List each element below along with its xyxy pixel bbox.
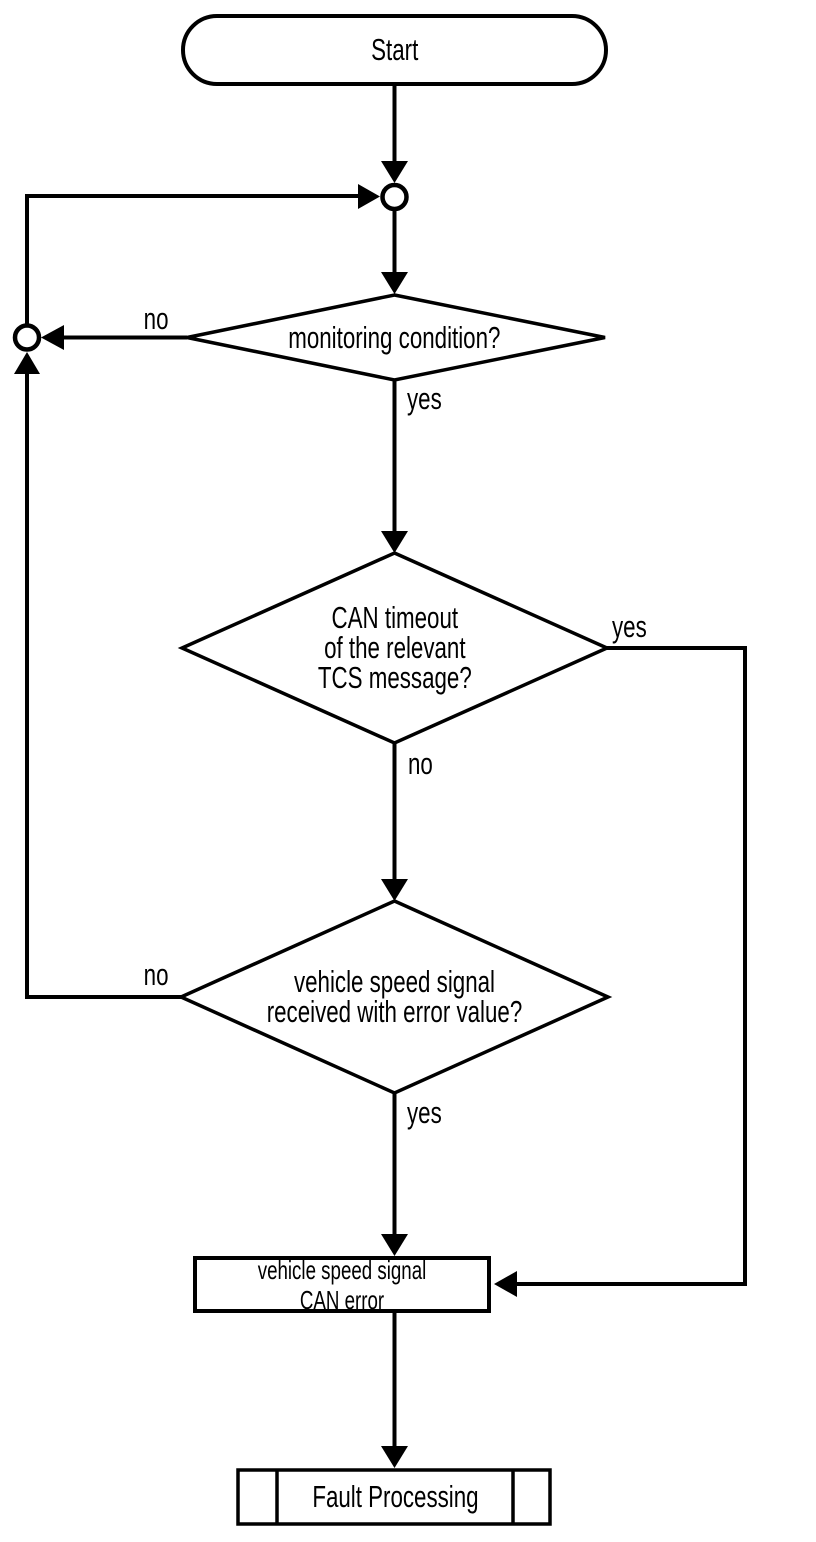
arrowhead-into-top-junction-from-left — [358, 184, 380, 209]
arrowhead-into-fault-processing — [381, 1446, 408, 1468]
arrowhead-into-left-junction-from-monitoring — [41, 325, 64, 350]
arrowhead-into-can-error-from-right — [494, 1271, 517, 1297]
speed-error-decision-shape — [176, 899, 613, 1095]
arrowhead-into-speed-error — [381, 879, 408, 901]
edge-left-junction-to-top-junction — [25, 194, 358, 324]
edge-speed-error-no — [25, 374, 181, 999]
can-timeout-decision-shape — [177, 551, 612, 745]
arrowhead-into-can-timeout — [381, 531, 408, 553]
left-junction-circle — [12, 323, 42, 352]
can-error-process-shape — [193, 1256, 491, 1313]
arrowhead-into-can-error-from-top — [381, 1234, 408, 1256]
arrowhead-into-monitoring — [381, 272, 408, 294]
edge-can-timeout-yes — [517, 646, 747, 1286]
top-junction-circle — [380, 182, 409, 212]
arrowhead-down-into-top-junction — [381, 161, 408, 183]
start-terminator-shape — [181, 14, 608, 86]
arrowhead-up-into-left-junction — [14, 352, 40, 374]
fault-processing-shape — [236, 1468, 552, 1526]
monitoring-decision-shape — [186, 293, 606, 382]
